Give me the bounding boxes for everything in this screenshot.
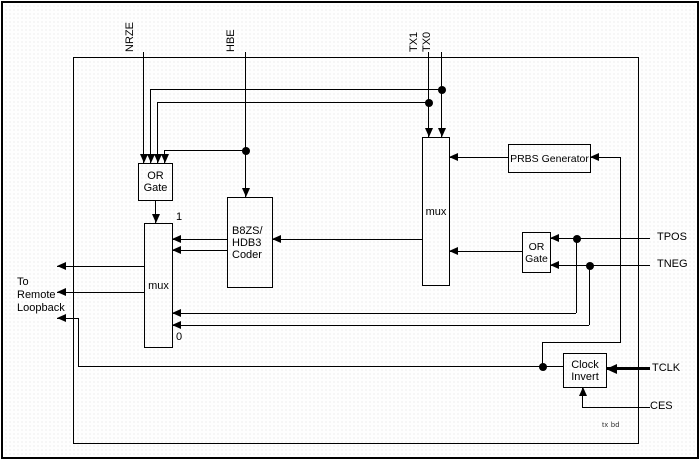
mux-left-select-0: 0 xyxy=(176,331,183,343)
or-gate-left-text1: OR xyxy=(147,170,164,182)
to-remote-loopback-line3: Loopback xyxy=(17,302,65,314)
arrowhead-left xyxy=(57,314,66,322)
arrowhead-down xyxy=(438,128,446,137)
junction-dot xyxy=(438,86,446,94)
mux-left-box: mux xyxy=(144,223,173,348)
arrowhead-up xyxy=(579,387,587,396)
to-remote-loopback-label: To Remote Loopback xyxy=(17,276,65,315)
tclk-label: TCLK xyxy=(652,362,681,374)
wire xyxy=(57,318,78,319)
to-remote-loopback-line1: To xyxy=(17,276,29,288)
wire xyxy=(245,52,246,197)
mux-left-select-1: 1 xyxy=(176,211,183,223)
coder-text3: Coder xyxy=(232,248,262,261)
arrowhead-left xyxy=(272,235,281,243)
junction-dot xyxy=(242,147,250,155)
wire xyxy=(441,52,442,137)
junction-dot xyxy=(586,262,594,270)
wire xyxy=(428,52,429,137)
wire xyxy=(550,265,650,266)
wire xyxy=(542,342,620,343)
or-gate-right-text1: OR xyxy=(528,240,545,253)
coder-text2: HDB3 xyxy=(232,236,262,249)
wire xyxy=(172,325,589,326)
wire xyxy=(589,265,590,325)
or-gate-left-box: OR Gate xyxy=(138,163,173,201)
clock-invert-text1: Clock xyxy=(571,358,599,371)
arrowhead-down xyxy=(154,154,162,163)
wire xyxy=(449,157,508,158)
or-gate-right-box: OR Gate xyxy=(522,232,551,273)
junction-dot xyxy=(539,363,547,371)
wire xyxy=(550,238,650,239)
b8zs-hdb3-coder-box: B8ZS/ HDB3 Coder xyxy=(227,197,273,288)
prbs-generator-box: PRBS Generator xyxy=(508,144,591,173)
wire xyxy=(172,250,227,251)
prbs-generator-text: PRBS Generator xyxy=(510,152,589,165)
arrowhead-left xyxy=(57,262,66,270)
wire xyxy=(157,102,428,103)
wire xyxy=(576,238,577,313)
wire xyxy=(150,89,151,163)
wire xyxy=(172,239,227,240)
tpos-label: TPOS xyxy=(657,231,687,243)
wire xyxy=(164,150,245,151)
arrowhead-left xyxy=(172,235,181,243)
wire xyxy=(155,200,156,223)
arrowhead-left xyxy=(449,153,458,161)
arrowhead-left xyxy=(172,309,181,317)
wire xyxy=(150,89,441,90)
arrowhead-left xyxy=(550,261,559,269)
tx0-label: TX0 xyxy=(421,31,433,52)
hbe-label: HBE xyxy=(225,29,237,52)
mux-left-text: mux xyxy=(148,279,169,292)
to-remote-loopback-line2: Remote xyxy=(17,289,56,301)
mux-right-text: mux xyxy=(425,205,447,218)
arrowhead-down xyxy=(152,214,160,223)
wire xyxy=(449,251,522,252)
clock-invert-text2: Invert xyxy=(571,370,599,383)
or-gate-right-text2: Gate xyxy=(525,252,548,265)
wire xyxy=(620,157,621,343)
wire xyxy=(590,157,620,158)
wire xyxy=(78,318,79,367)
wire xyxy=(582,407,650,408)
tx1-label: TX1 xyxy=(408,31,420,52)
nrze-label: NRZE xyxy=(124,22,136,52)
tneg-label: TNEG xyxy=(657,258,688,270)
arrowhead-left xyxy=(550,234,559,242)
mux-right-box: mux xyxy=(422,137,450,286)
arrowhead-down xyxy=(147,154,155,163)
junction-dot xyxy=(425,99,433,107)
or-gate-left-text2: Gate xyxy=(143,182,168,194)
tx-bd-note: tx bd xyxy=(602,420,620,429)
arrowhead-left xyxy=(449,247,458,255)
arrowhead-left xyxy=(590,153,599,161)
wire xyxy=(143,52,144,163)
arrowhead-left-bold xyxy=(606,364,617,374)
clock-invert-box: Clock Invert xyxy=(563,353,607,388)
wire xyxy=(582,387,583,407)
wire xyxy=(57,292,144,293)
wire xyxy=(157,102,158,163)
arrowhead-left xyxy=(172,246,181,254)
arrowhead-down xyxy=(140,154,148,163)
coder-text1: B8ZS/ xyxy=(232,224,263,237)
wire xyxy=(606,367,650,370)
wire xyxy=(172,313,576,314)
junction-dot xyxy=(573,235,581,243)
wire xyxy=(57,266,144,267)
arrowhead-down xyxy=(425,128,433,137)
wire xyxy=(542,342,543,367)
chip-boundary-box xyxy=(73,57,639,444)
arrowhead-down xyxy=(161,154,169,163)
wire xyxy=(78,366,563,367)
ces-label: CES xyxy=(650,400,673,412)
arrowhead-left xyxy=(172,321,181,329)
arrowhead-down xyxy=(242,188,250,197)
arrowhead-left xyxy=(57,288,66,296)
wire xyxy=(272,239,422,240)
